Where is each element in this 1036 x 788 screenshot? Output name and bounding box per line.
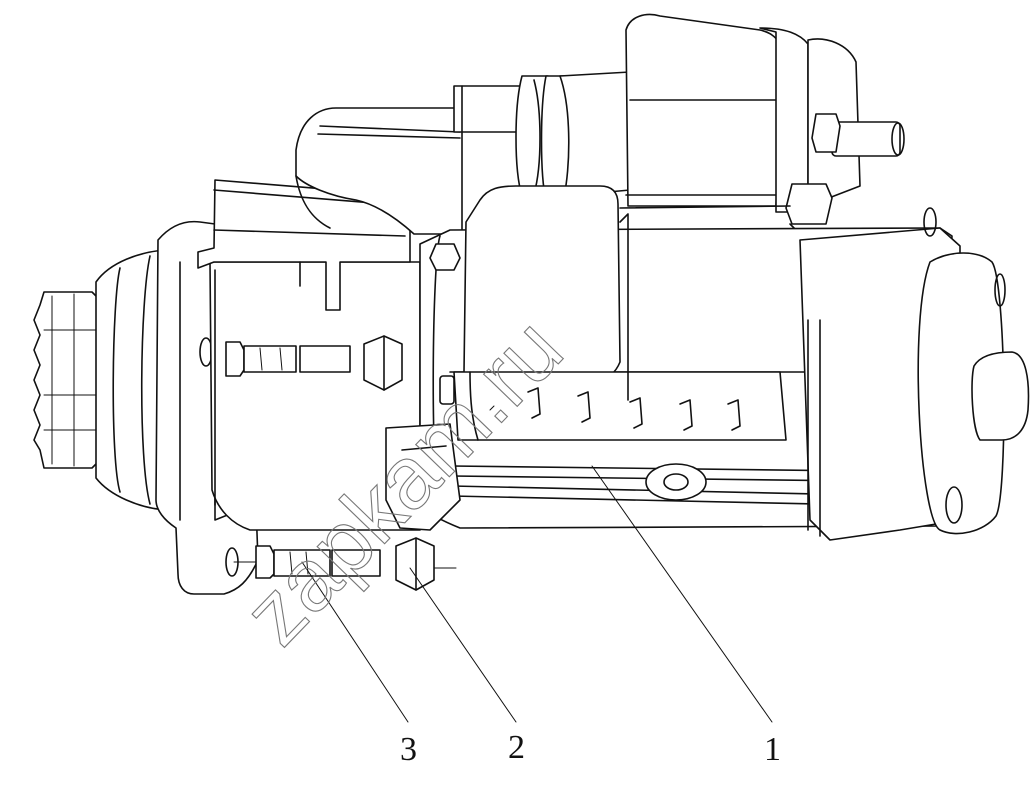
housing-foot — [385, 423, 461, 531]
leader-line-3 — [301, 561, 409, 723]
pinion-gear — [33, 291, 101, 469]
commutator-end-housing — [799, 207, 1030, 541]
hex-nut-lower — [395, 537, 457, 591]
stud-bolt-upper — [225, 335, 403, 391]
callout-2: 2 — [508, 729, 525, 766]
solenoid-body — [559, 13, 784, 207]
yoke-clips — [489, 387, 741, 431]
solenoid-end-cap — [759, 27, 905, 241]
yoke-screw — [645, 463, 707, 501]
intermediate-housing — [209, 261, 421, 531]
leader-lines — [301, 465, 773, 723]
lever-cap — [295, 107, 463, 235]
stud-bolt-lower — [233, 545, 381, 579]
leader-line-1 — [591, 465, 773, 723]
leader-line-2 — [409, 567, 517, 723]
callout-1: 1 — [764, 731, 781, 768]
callout-3: 3 — [400, 731, 417, 768]
drive-housing-nose — [95, 249, 176, 511]
yoke-bolt-left — [429, 243, 461, 405]
